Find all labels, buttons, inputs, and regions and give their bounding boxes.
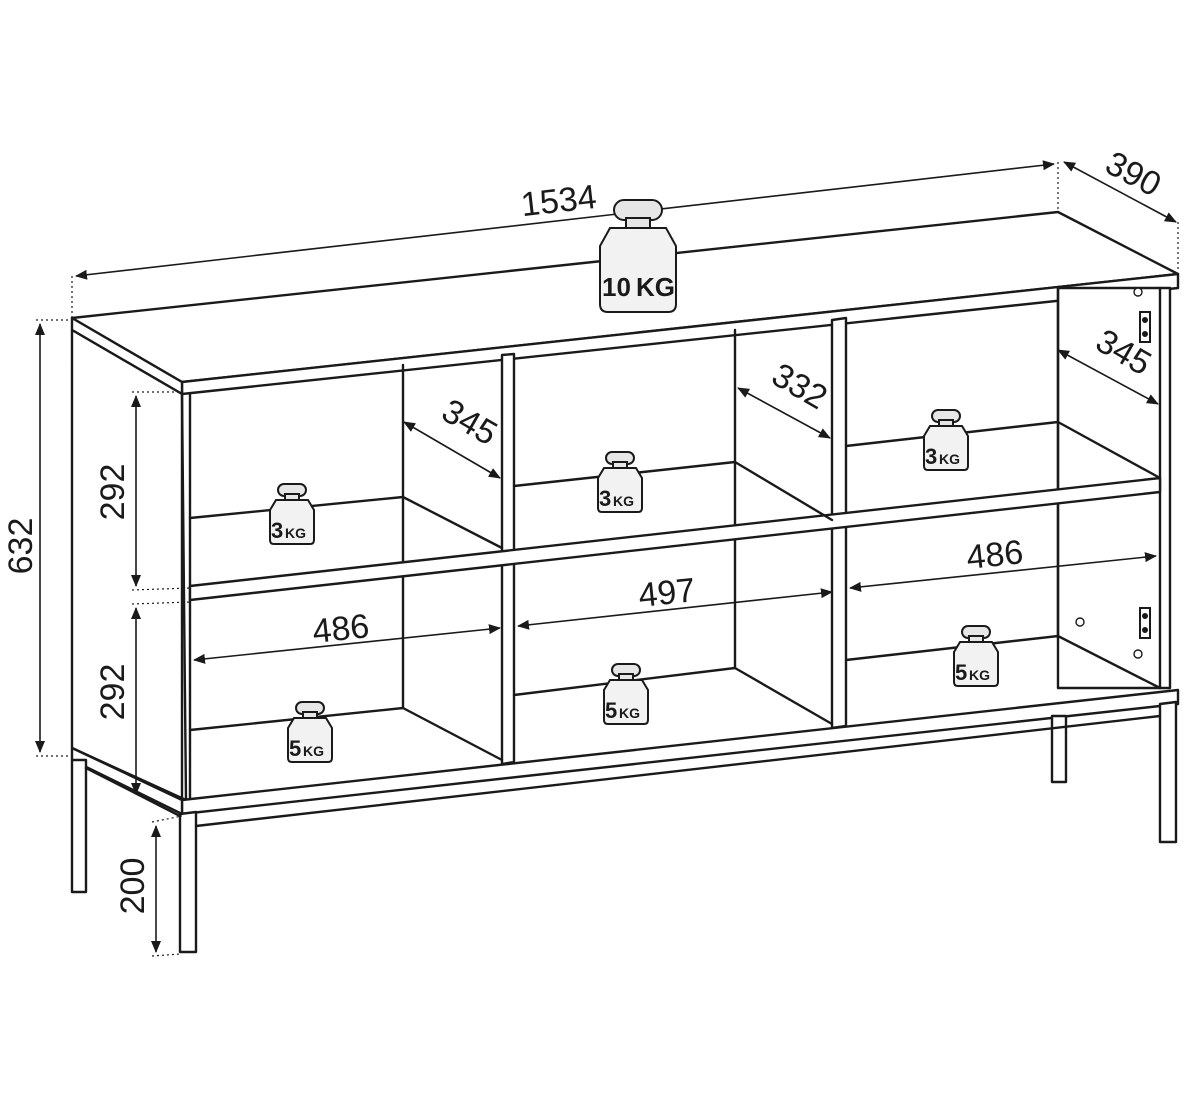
mount-hole [1133, 649, 1143, 659]
hinge-upper-icon [1139, 311, 1151, 343]
left-upper-shelf-side [401, 495, 504, 550]
right-bottom-back [844, 634, 1060, 662]
weight-left-upper-unit: KG [285, 525, 306, 541]
weight-left-lower-unit: KG [303, 743, 324, 759]
frame-rail-front [194, 714, 1162, 828]
weight-left-lower-value: 5 [289, 736, 301, 761]
middle-bottom-side [733, 666, 834, 726]
weight-top-unit: KG [636, 272, 675, 302]
upper-height-label: 292 [94, 464, 132, 521]
right-depth-dimension-line [1057, 349, 1159, 405]
weight-middle-upper-icon: 3 KG [597, 451, 643, 513]
weight-right-lower-value: 5 [955, 660, 967, 685]
depth-dimension-line [1063, 161, 1177, 223]
width-dimension-line [75, 160, 1055, 280]
weight-middle-upper-value: 3 [599, 486, 611, 511]
leg-back-right [1050, 714, 1068, 784]
weight-left-upper-value: 3 [271, 518, 283, 543]
hinge-lower-icon [1139, 607, 1151, 639]
depth-label: 390 [1099, 144, 1167, 204]
weight-right-upper-value: 3 [925, 444, 937, 469]
weight-right-upper-icon: 3 KG [923, 409, 969, 471]
middle-width-label: 497 [637, 571, 697, 615]
mount-hole [1075, 617, 1085, 627]
left-width-label: 486 [311, 607, 371, 651]
cabinet [70, 210, 1180, 954]
leg-back-left [70, 758, 88, 894]
middle-depth-dimension-line [737, 387, 831, 439]
weight-middle-lower-icon: 5 KG [603, 663, 649, 725]
leg-height-label: 200 [114, 858, 152, 915]
left-depth-label: 345 [435, 392, 503, 453]
weight-right-lower-icon: 5 KG [953, 625, 999, 687]
width-label: 1534 [519, 178, 598, 224]
right-width-label: 486 [965, 533, 1025, 577]
lower-height-label: 292 [94, 664, 132, 721]
weight-middle-lower-unit: KG [619, 705, 640, 721]
left-bottom-side [401, 706, 504, 762]
left-side-panel [70, 328, 188, 802]
weight-left-lower-icon: 5 KG [287, 701, 333, 763]
total-height-label: 632 [2, 518, 40, 575]
upper-shelf-front [188, 476, 1162, 602]
weight-middle-upper-unit: KG [613, 493, 634, 509]
right-upper-shelf-side [1056, 420, 1162, 480]
weight-top-icon: 10 KG [599, 199, 677, 313]
mount-hole [1133, 287, 1143, 297]
weight-right-upper-unit: KG [939, 451, 960, 467]
leg-front-left [178, 810, 198, 954]
weight-top-value: 10 [602, 272, 631, 302]
right-width-dimension-line [849, 552, 1157, 592]
middle-width-dimension-line [517, 588, 833, 630]
weight-right-lower-unit: KG [969, 667, 990, 683]
left-depth-dimension-line [403, 421, 501, 479]
right-bottom-side [1056, 634, 1162, 690]
middle-upper-shelf-side [733, 460, 834, 522]
weight-middle-lower-value: 5 [605, 698, 617, 723]
left-width-dimension-line [193, 624, 501, 664]
leg-front-right [1158, 700, 1178, 844]
weight-left-upper-icon: 3 KG [269, 483, 315, 545]
